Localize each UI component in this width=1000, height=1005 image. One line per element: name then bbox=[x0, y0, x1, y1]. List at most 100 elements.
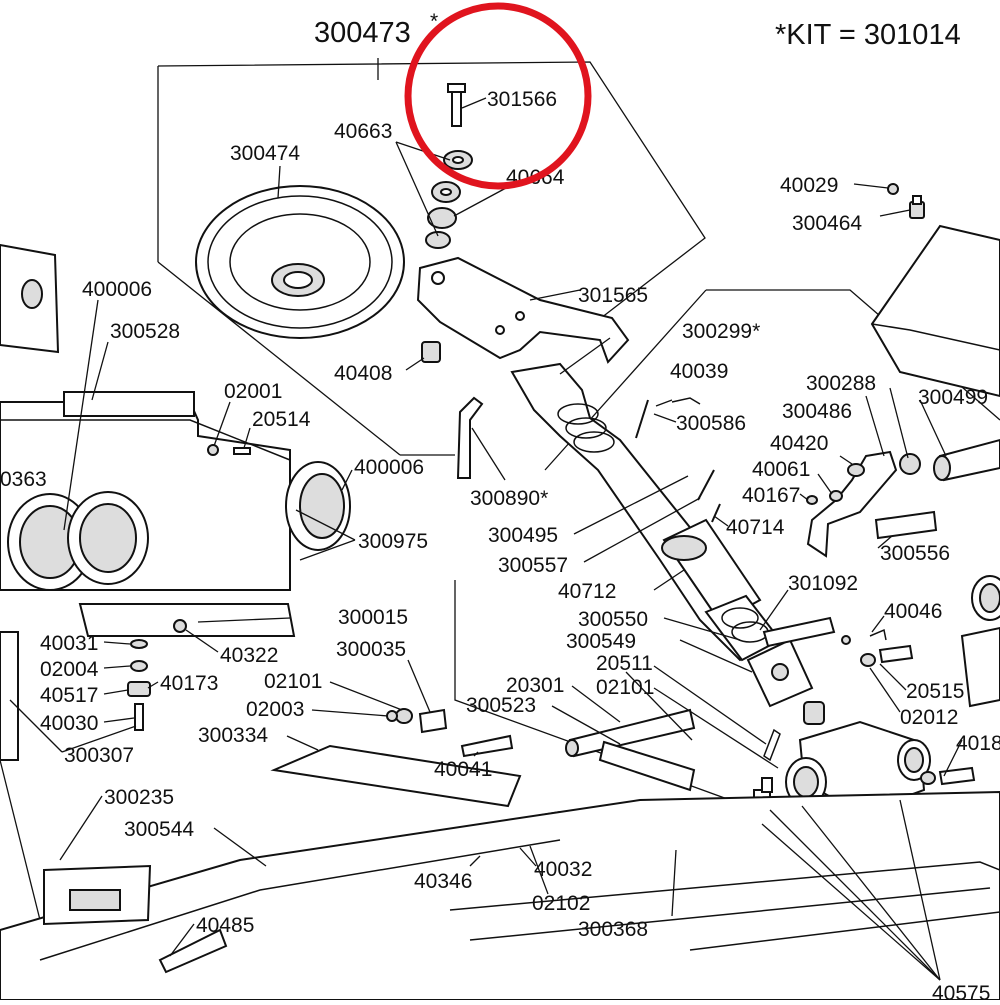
part-label[interactable]: 02102 bbox=[532, 892, 590, 915]
part-label[interactable]: 300299* bbox=[682, 320, 760, 343]
washer-stack-40663-40664 bbox=[425, 150, 473, 249]
part-label[interactable]: 40032 bbox=[534, 858, 592, 881]
part-label[interactable]: 300557 bbox=[498, 554, 568, 577]
fasteners-20515-02012 bbox=[860, 644, 914, 667]
bushing-300288 bbox=[899, 453, 921, 475]
part-label[interactable]: 300528 bbox=[110, 320, 180, 343]
flange-plate-300549 bbox=[746, 638, 814, 708]
part-label[interactable]: 20511 bbox=[596, 652, 653, 675]
part-label[interactable]: 300975 bbox=[358, 530, 428, 553]
part-label[interactable]: 02101 bbox=[596, 676, 654, 699]
part-label[interactable]: 4018 bbox=[956, 732, 1000, 755]
part-label[interactable]: 40712 bbox=[558, 580, 616, 603]
part-label[interactable]: 300464 bbox=[792, 212, 862, 235]
bar-300523 bbox=[598, 740, 696, 792]
right-edge-parts bbox=[960, 575, 1000, 708]
part-label[interactable]: 0363 bbox=[0, 468, 47, 491]
part-label[interactable]: 400006 bbox=[82, 278, 152, 301]
part-label[interactable]: 400006 bbox=[354, 456, 424, 479]
pin-300890 bbox=[456, 396, 484, 479]
rod-300499 bbox=[933, 438, 1000, 482]
part-label[interactable]: 02101 bbox=[264, 670, 322, 693]
part-label[interactable]: 40167 bbox=[742, 484, 800, 507]
part-label[interactable]: 02003 bbox=[246, 698, 304, 721]
part-label[interactable]: 40517 bbox=[40, 684, 98, 707]
part-label[interactable]: 40041 bbox=[434, 758, 492, 781]
part-label[interactable]: 301566 bbox=[487, 88, 557, 111]
bearing-housing bbox=[785, 720, 931, 808]
part-label[interactable]: 40663 bbox=[334, 120, 392, 143]
bottom-frame bbox=[0, 790, 1000, 1001]
part-label[interactable]: 02001 bbox=[224, 380, 282, 403]
part-label[interactable]: 40031 bbox=[40, 632, 98, 655]
part-label[interactable]: 40061 bbox=[752, 458, 810, 481]
nut-40408 bbox=[421, 341, 441, 363]
leader-lines bbox=[9, 97, 963, 981]
nut-40322 bbox=[173, 619, 187, 633]
part-label[interactable]: 300035 bbox=[336, 638, 406, 661]
part-label[interactable]: 20301 bbox=[506, 674, 564, 697]
pin-301092 bbox=[762, 616, 836, 648]
tube-left bbox=[7, 491, 149, 591]
sleeve-300557 bbox=[661, 518, 762, 624]
part-label[interactable]: 300235 bbox=[104, 786, 174, 809]
plate-300015 bbox=[78, 603, 296, 637]
part-label[interactable]: 20515 bbox=[906, 680, 964, 703]
kit-note: *KIT = 301014 bbox=[775, 19, 961, 51]
part-label[interactable]: 300550 bbox=[578, 608, 648, 631]
part-label[interactable]: 300368 bbox=[578, 918, 648, 941]
pins-40039-300586 bbox=[635, 397, 721, 523]
tube-right-400006 bbox=[285, 461, 351, 551]
part-label[interactable]: 300890* bbox=[470, 487, 548, 510]
highlight-circle bbox=[404, 2, 592, 190]
part-label[interactable]: 301092 bbox=[788, 572, 858, 595]
bracket-301565 bbox=[416, 256, 630, 364]
plate-300334 bbox=[270, 744, 522, 808]
part-label[interactable]: 40039 bbox=[670, 360, 728, 383]
part-label[interactable]: 300549 bbox=[566, 630, 636, 653]
part-label[interactable]: 40575 bbox=[932, 982, 990, 1005]
part-label[interactable]: 40346 bbox=[414, 870, 472, 893]
rod-40041 bbox=[460, 734, 514, 758]
part-label[interactable]: 40322 bbox=[220, 644, 278, 667]
spacer-300035 bbox=[418, 708, 448, 734]
part-labels: 301566 40663 40664 300474 301565 40408 3… bbox=[0, 88, 1000, 1005]
washers-02101-02003 bbox=[386, 708, 413, 724]
part-label[interactable]: 40420 bbox=[770, 432, 828, 455]
part-label[interactable]: 300544 bbox=[124, 818, 194, 841]
part-label[interactable]: 40046 bbox=[884, 600, 942, 623]
part-label[interactable]: 300334 bbox=[198, 724, 268, 747]
part-label[interactable]: 300288 bbox=[806, 372, 876, 395]
spring-20511 bbox=[763, 701, 825, 762]
part-label[interactable]: 300486 bbox=[782, 400, 852, 423]
part-label[interactable]: 40408 bbox=[334, 362, 392, 385]
rod-20301 bbox=[565, 708, 696, 758]
part-label[interactable]: 300495 bbox=[488, 524, 558, 547]
washers-40420-40061-40167 bbox=[806, 463, 865, 505]
part-label[interactable]: 40173 bbox=[160, 672, 218, 695]
assembly-number-label: 300473 bbox=[314, 17, 411, 49]
part-label[interactable]: 300307 bbox=[64, 744, 134, 767]
part-label[interactable]: 40029 bbox=[780, 174, 838, 197]
part-label[interactable]: 02004 bbox=[40, 658, 99, 681]
part-label[interactable]: 02012 bbox=[900, 706, 958, 729]
part-label[interactable]: 40485 bbox=[196, 914, 254, 937]
part-label[interactable]: 300523 bbox=[466, 694, 536, 717]
part-label[interactable]: 40030 bbox=[40, 712, 98, 735]
cover-top-right bbox=[870, 224, 1000, 398]
bolts-02001-20514 bbox=[207, 444, 251, 456]
part-label[interactable]: 300499 bbox=[918, 386, 988, 409]
part-label[interactable]: 20514 bbox=[252, 408, 311, 431]
part-label[interactable]: 40714 bbox=[726, 516, 785, 539]
bolt-301566 bbox=[447, 83, 466, 127]
part-label[interactable]: 300586 bbox=[676, 412, 746, 435]
clamp-40046 bbox=[841, 628, 887, 645]
left-frame-rail bbox=[0, 631, 61, 1001]
dish-cover-300474 bbox=[195, 185, 405, 339]
part-label[interactable]: 300474 bbox=[230, 142, 300, 165]
part-label[interactable]: 300015 bbox=[338, 606, 408, 629]
part-label[interactable]: 301565 bbox=[578, 284, 648, 307]
bolt-300464 bbox=[909, 195, 925, 219]
part-label[interactable]: 300556 bbox=[880, 542, 950, 565]
